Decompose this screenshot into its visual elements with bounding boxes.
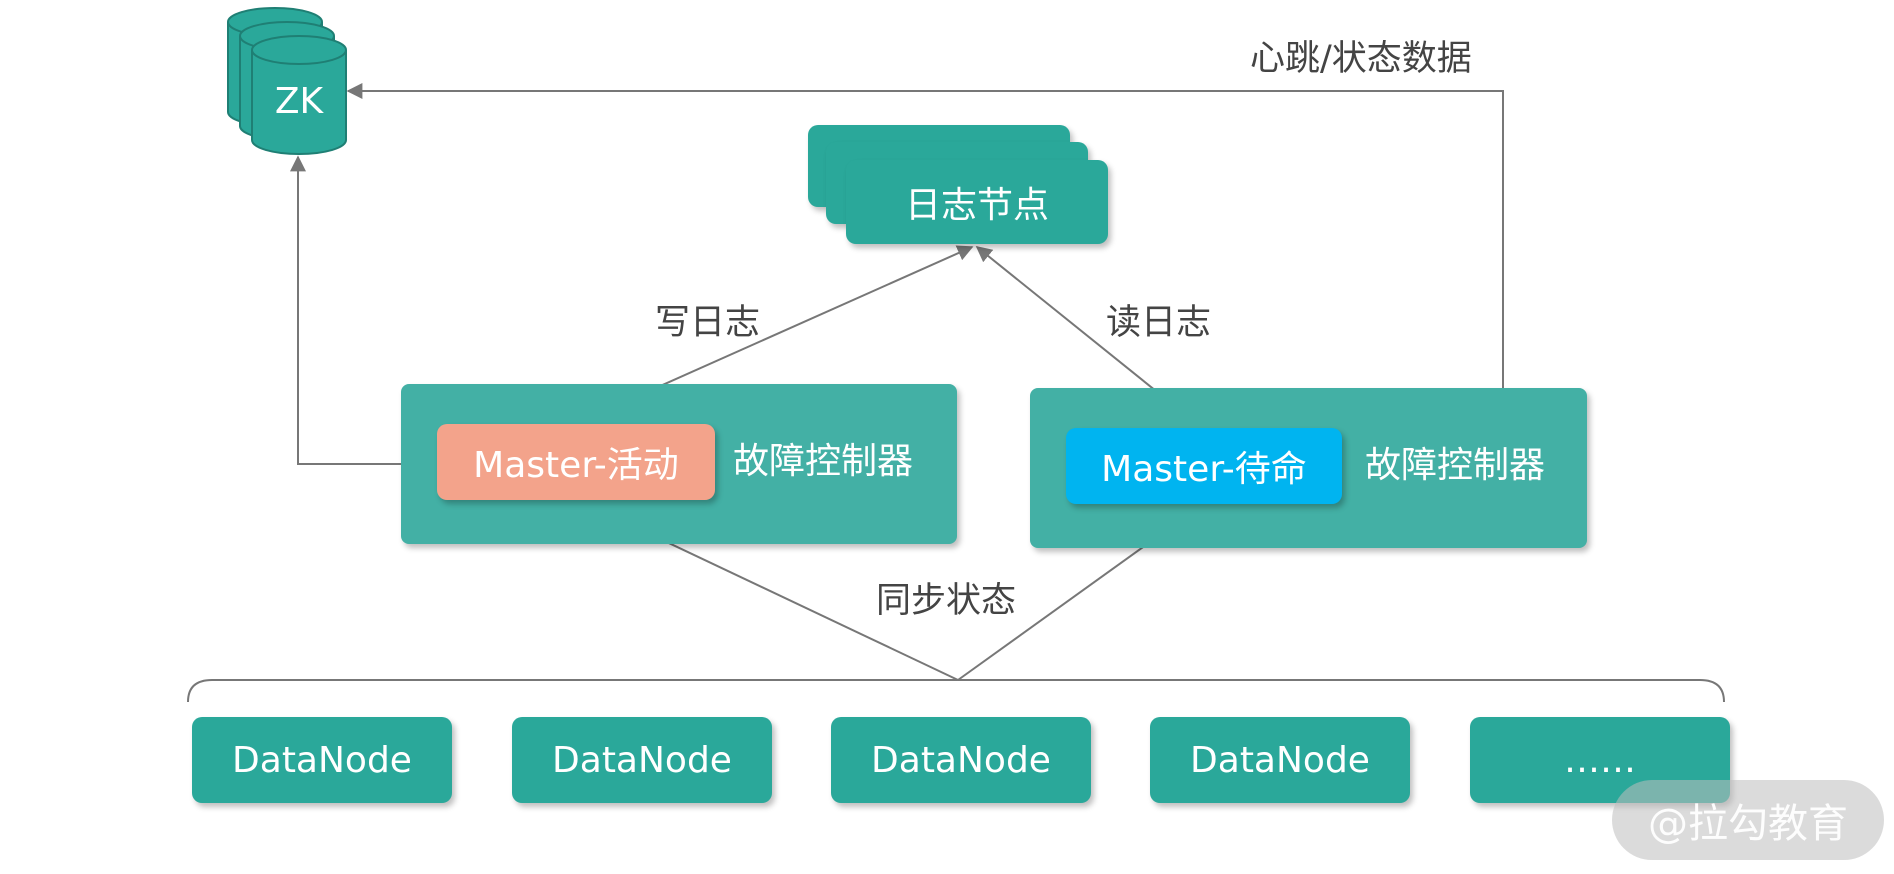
master-active-label: Master-活动 — [473, 445, 679, 486]
datanode-brace — [187, 679, 1725, 703]
log-node-box: 日志节点 — [846, 160, 1108, 244]
datanode-label: DataNode — [552, 739, 732, 781]
write-log-label: 写日志 — [655, 303, 761, 343]
master-standby-box: Master-待命 — [1066, 428, 1342, 504]
datanode-box: DataNode — [192, 717, 452, 803]
heartbeat-label: 心跳/状态数据 — [1250, 39, 1472, 79]
datanode-box: DataNode — [512, 717, 772, 803]
read-log-label: 读日志 — [1106, 303, 1212, 343]
sync-state-label: 同步状态 — [876, 581, 1017, 621]
zk-label: ZK — [274, 81, 324, 122]
heartbeat-connector — [346, 83, 1504, 388]
watermark-badge: @拉勾教育 — [1612, 780, 1884, 860]
datanode-box: DataNode — [831, 717, 1091, 803]
watermark-text: @拉勾教育 — [1648, 801, 1848, 847]
master-standby-label: Master-待命 — [1101, 449, 1307, 490]
log-node-label: 日志节点 — [904, 185, 1049, 226]
active-to-zk-connector — [290, 155, 401, 465]
active-controller-label: 故障控制器 — [733, 441, 914, 482]
datanode-label: DataNode — [1190, 739, 1370, 781]
zk-database-icon — [227, 7, 347, 155]
datanode-more-label: …… — [1564, 739, 1636, 781]
master-active-box: Master-活动 — [437, 424, 715, 500]
datanode-label: DataNode — [871, 739, 1051, 781]
datanode-label: DataNode — [232, 739, 412, 781]
standby-controller-label: 故障控制器 — [1365, 445, 1546, 486]
datanode-box: DataNode — [1150, 717, 1410, 803]
